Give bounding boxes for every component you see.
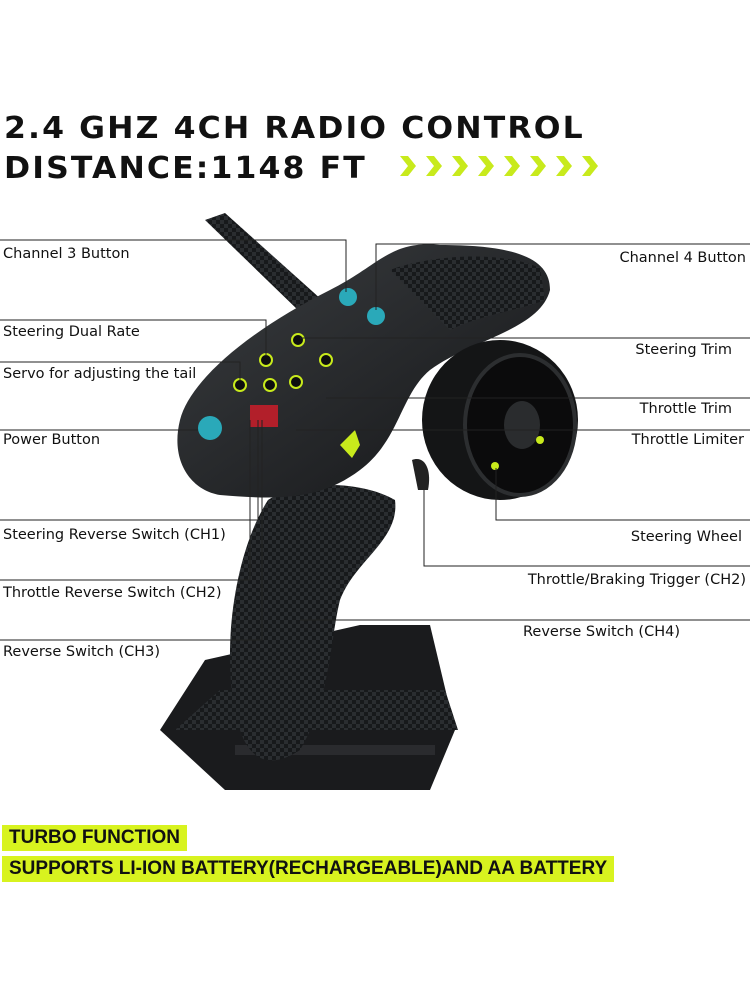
label-power-button: Power Button [3, 432, 101, 448]
headline-frequency: 2.4 GHZ 4CH RADIO CONTROL [4, 111, 585, 146]
label-servo-tail: Servo for adjusting the tail [3, 366, 197, 382]
feature-turbo-function: TURBO FUNCTION [2, 825, 187, 851]
steering-wheel [422, 340, 578, 500]
trigger [412, 459, 430, 490]
feature-battery-support: SUPPORTS LI-ION BATTERY(RECHARGEABLE)AND… [2, 856, 615, 882]
label-throttle-reverse-switch: Throttle Reverse Switch (CH2) [3, 585, 222, 601]
label-reverse-switch-ch4: Reverse Switch (CH4) [522, 624, 680, 640]
label-steering-reverse-switch: Steering Reverse Switch (CH1) [3, 527, 226, 543]
label-channel-4-button: Channel 4 Button [619, 250, 746, 266]
label-throttle-limiter: Throttle Limiter [631, 432, 744, 448]
double-chevron-right-icon [400, 156, 598, 176]
label-steering-trim: Steering Trim [635, 342, 732, 358]
label-steering-dual-rate: Steering Dual Rate [3, 324, 140, 340]
headline-distance: DISTANCE:1148 FT [4, 151, 367, 186]
grip [229, 485, 396, 761]
label-reverse-switch-ch3: Reverse Switch (CH3) [3, 644, 161, 660]
label-throttle-braking-trigger: Throttle/Braking Trigger (CH2) [527, 572, 746, 588]
label-channel-3-button: Channel 3 Button [3, 246, 130, 262]
label-throttle-trim: Throttle Trim [639, 401, 732, 417]
label-steering-wheel: Steering Wheel [630, 529, 742, 545]
antenna [205, 213, 322, 312]
